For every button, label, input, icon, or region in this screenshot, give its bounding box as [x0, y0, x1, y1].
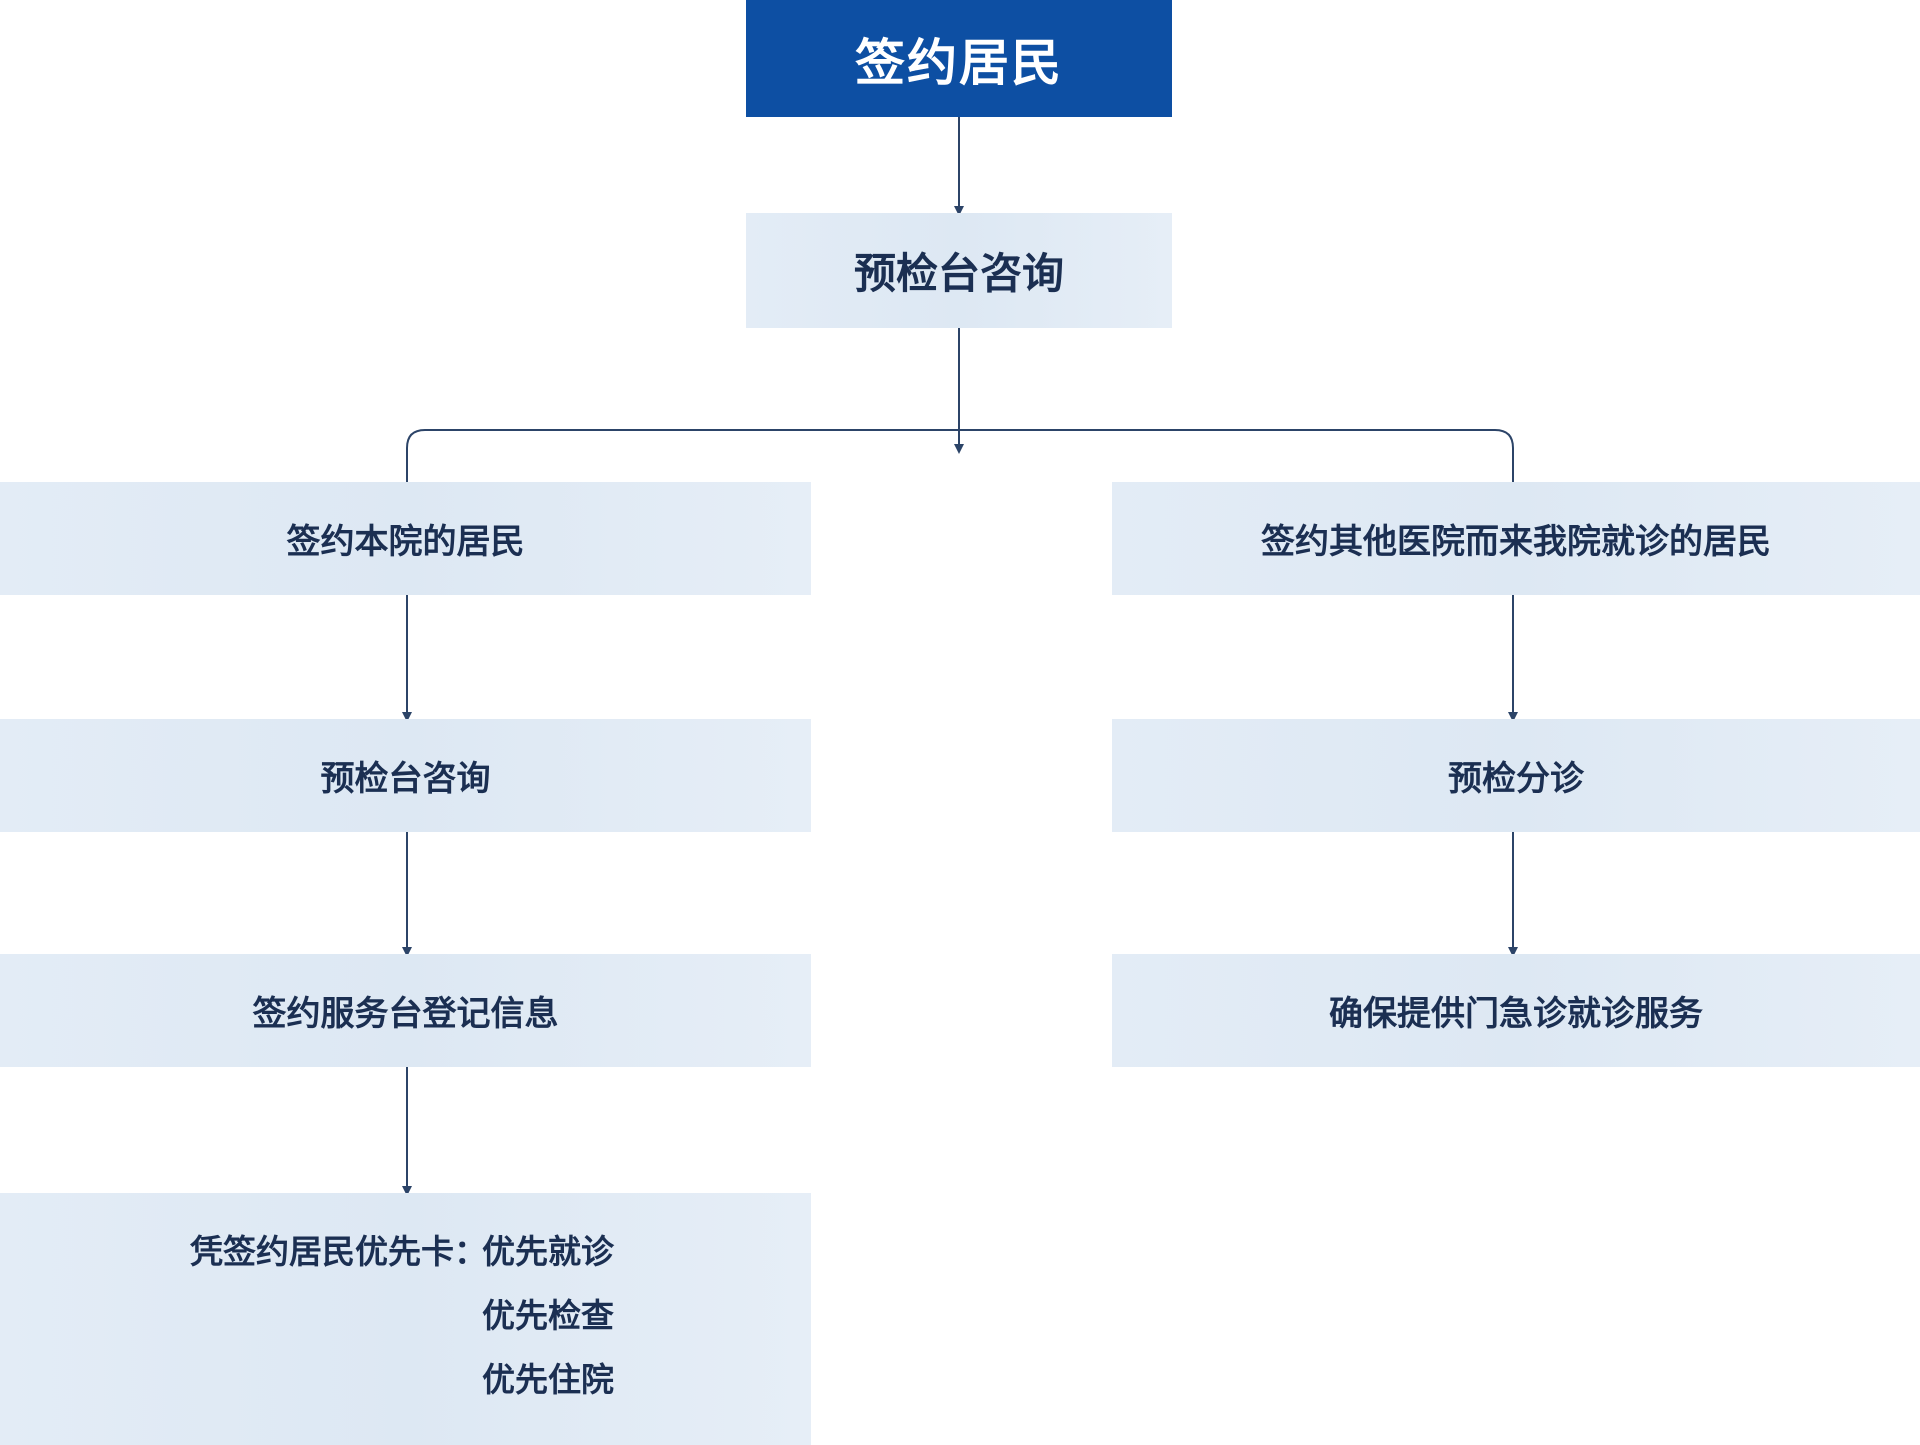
precheck-consult-label: 预检台咨询: [853, 249, 1064, 298]
own-hospital-residents-label: 签约本院的居民: [286, 522, 525, 562]
triage-label: 预检分诊: [1448, 759, 1584, 799]
signed-residents-label: 签约居民: [855, 33, 1063, 92]
own-hospital-residents-node: 签约本院的居民: [0, 482, 811, 595]
service-desk-register-label: 签约服务台登记信息: [252, 994, 559, 1034]
priority-item-visit: 优先就诊: [482, 1232, 614, 1271]
other-hospital-residents-node: 签约其他医院而来我院就诊的居民: [1112, 482, 1920, 595]
split-branch-line: [406, 429, 1514, 482]
signed-residents-node: 签约居民: [746, 0, 1172, 117]
left-precheck-consult-node: 预检台咨询: [0, 719, 811, 832]
other-hospital-residents-label: 签约其他医院而来我院就诊的居民: [1261, 522, 1771, 562]
priority-card-node: 凭签约居民优先卡： 优先就诊 优先检查 优先住院: [0, 1193, 811, 1445]
priority-item-admission: 优先住院: [482, 1360, 614, 1399]
triage-node: 预检分诊: [1112, 719, 1920, 832]
emergency-service-label: 确保提供门急诊就诊服务: [1329, 994, 1703, 1034]
priority-item-exam: 优先检查: [482, 1296, 614, 1335]
priority-card-prefix: 凭签约居民优先卡：: [190, 1232, 487, 1271]
left-precheck-consult-label: 预检台咨询: [320, 759, 491, 799]
precheck-consult-node: 预检台咨询: [746, 213, 1172, 328]
emergency-service-node: 确保提供门急诊就诊服务: [1112, 954, 1920, 1067]
service-desk-register-node: 签约服务台登记信息: [0, 954, 811, 1067]
